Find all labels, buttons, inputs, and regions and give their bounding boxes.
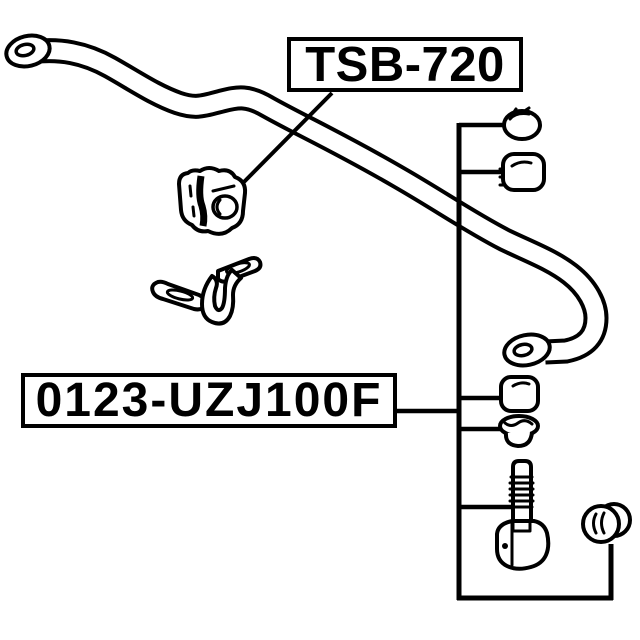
part-label-0123-uzj100f: 0123-UZJ100F: [21, 373, 397, 428]
stabilizer-bushing-icon: [177, 166, 248, 236]
washer-icon: [502, 106, 542, 141]
connector-lines: [396, 122, 614, 601]
collar-bushing-icon: [581, 502, 632, 544]
bar-end-eyelet-right-icon: [502, 332, 552, 368]
stabilizer-bracket-icon: [150, 256, 263, 326]
cushion-mid-icon: [499, 375, 540, 413]
bar-end-eyelet-left-icon: [4, 33, 52, 69]
leader-line-tsb720: [236, 91, 334, 190]
stabilizer-link-bolt-icon: [495, 459, 551, 571]
retainer-cup-icon: [498, 414, 540, 448]
stabilizer-bar-icon: [28, 38, 609, 365]
part-label-tsb-720: TSB-720: [287, 37, 523, 92]
cushion-upper-icon: [498, 152, 546, 192]
